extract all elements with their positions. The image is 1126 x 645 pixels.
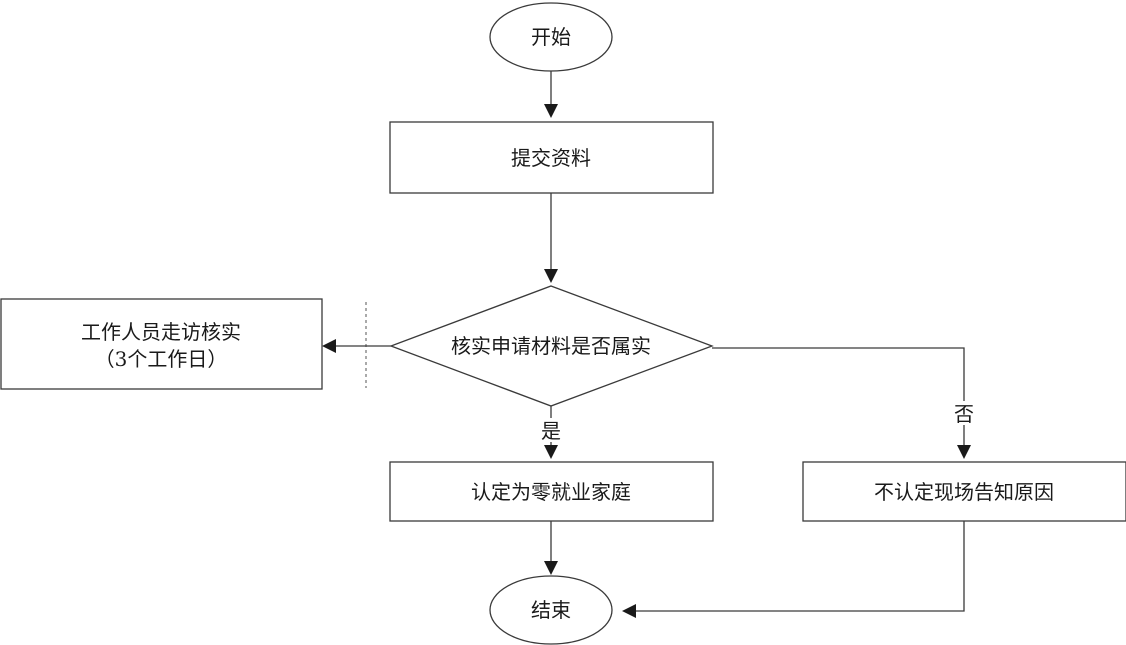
arrow-submit-to-decision xyxy=(544,193,558,283)
confirm-label: 认定为零就业家庭 xyxy=(471,480,631,504)
end-label: 结束 xyxy=(531,598,571,622)
arrow-start-to-submit xyxy=(544,71,558,118)
yes-label: 是 xyxy=(541,419,561,443)
arrow-reject-to-end xyxy=(622,521,965,618)
arrow-confirm-to-end xyxy=(544,521,558,575)
arrow-decision-to-visit xyxy=(322,339,391,353)
arrow-no-branch: 否 xyxy=(712,347,978,459)
submit-label: 提交资料 xyxy=(511,146,591,170)
visit-box xyxy=(0,298,323,390)
visit-node: 工作人员走访核实 （3个工作日） xyxy=(0,298,323,390)
start-label: 开始 xyxy=(531,25,571,49)
arrow-yes-branch: 是 xyxy=(537,406,565,459)
visit-label-line2: （3个工作日） xyxy=(95,347,228,371)
reject-box xyxy=(802,461,1126,522)
decision-label: 核实申请材料是否属实 xyxy=(451,334,651,358)
end-node: 结束 xyxy=(489,575,613,645)
submit-box xyxy=(389,121,714,194)
visit-label-line1: 工作人员走访核实 xyxy=(81,320,241,344)
confirm-box xyxy=(389,461,714,522)
start-node: 开始 xyxy=(489,2,613,72)
submit-node: 提交资料 xyxy=(389,121,714,194)
decision-node: 核实申请材料是否属实 xyxy=(389,285,714,407)
reject-node: 不认定现场告知原因 xyxy=(802,461,1126,522)
confirm-node: 认定为零就业家庭 xyxy=(389,461,714,522)
end-ellipse xyxy=(489,575,613,645)
no-label: 否 xyxy=(954,402,974,426)
reject-label: 不认定现场告知原因 xyxy=(874,480,1054,504)
